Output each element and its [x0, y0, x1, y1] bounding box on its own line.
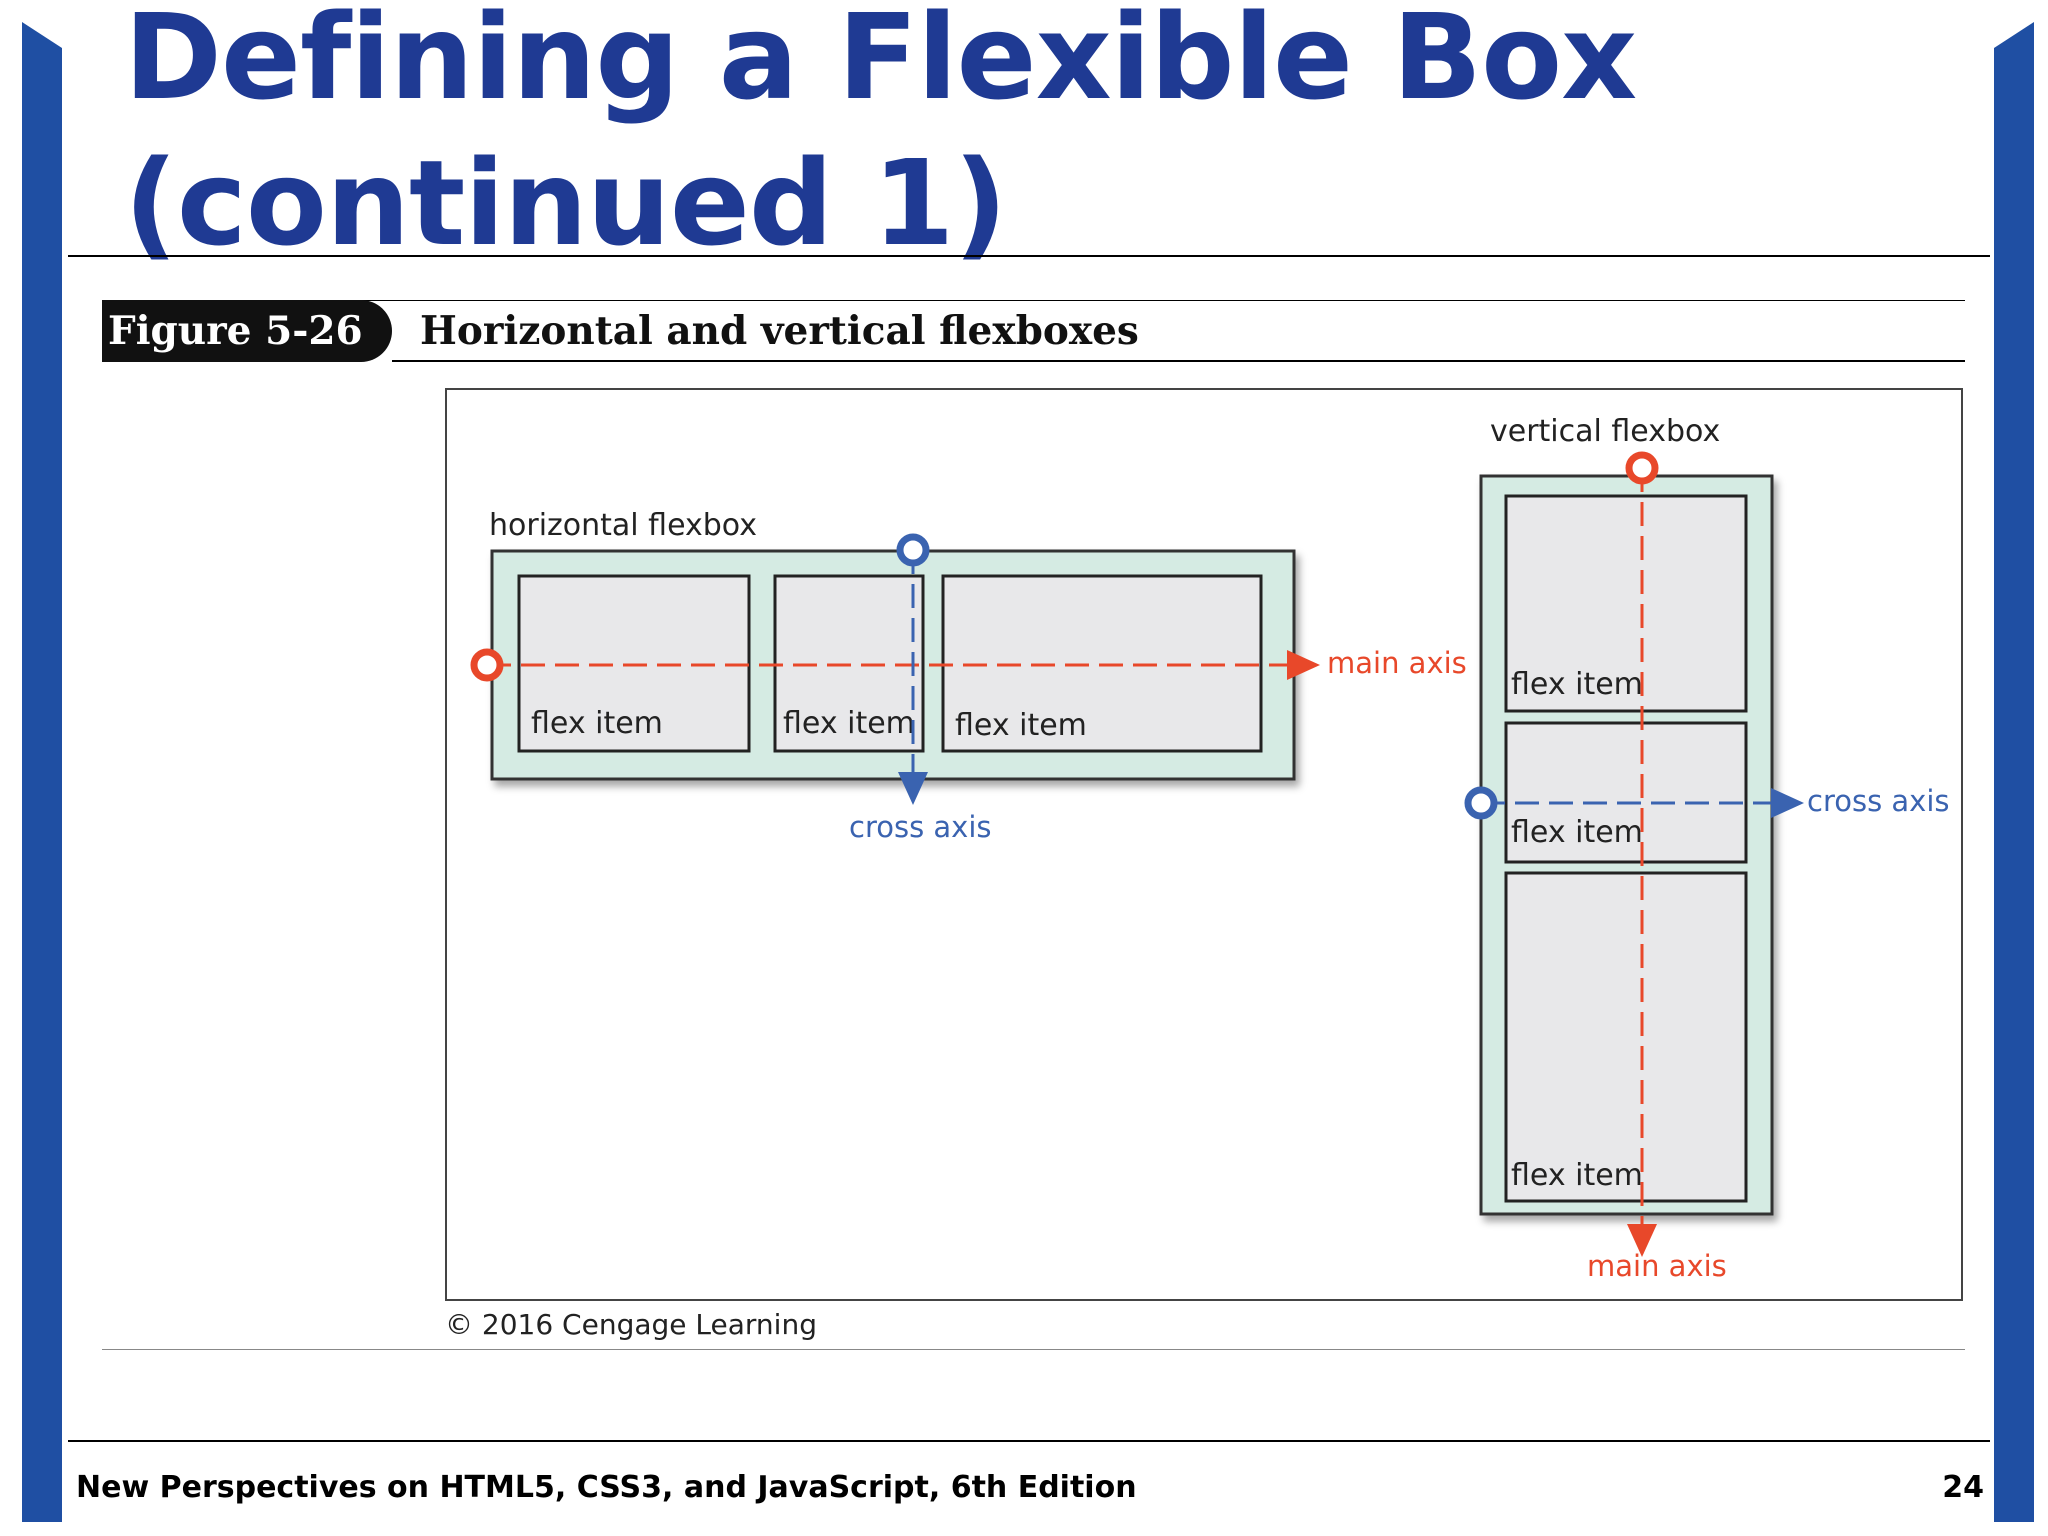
- vertical-flex-item: [1504, 494, 1748, 713]
- figure-credit: © 2016 Cengage Learning: [445, 1308, 817, 1341]
- left-side-bar: [22, 22, 62, 1522]
- vertical-flexbox-title: vertical flexbox: [1490, 414, 1720, 449]
- title-divider: [68, 255, 1990, 257]
- right-side-bar: [1994, 22, 2034, 1522]
- horizontal-main-axis-label: main axis: [1327, 646, 1467, 680]
- figure-caption-rule: [392, 360, 1965, 362]
- footer-text: New Perspectives on HTML5, CSS3, and Jav…: [76, 1470, 1137, 1505]
- figure-label-tab: [102, 300, 392, 362]
- vertical-flex-item-label: flex item: [1511, 1158, 1643, 1193]
- vertical-cross-axis-origin: [1464, 786, 1498, 820]
- figure-label: Figure 5-26: [108, 308, 363, 354]
- vertical-flex-item-label: flex item: [1511, 667, 1643, 702]
- horizontal-flex-item-label: flex item: [531, 706, 663, 741]
- vertical-main-axis-label: main axis: [1587, 1249, 1727, 1283]
- horizontal-flexbox-title: horizontal flexbox: [489, 508, 757, 543]
- horizontal-cross-axis-origin: [896, 533, 930, 567]
- vertical-cross-axis-label: cross axis: [1807, 784, 1950, 818]
- figure-top-rule: [102, 300, 1965, 301]
- slide-title: Defining a Flexible Box (continued 1): [124, 0, 1637, 272]
- horizontal-main-axis-origin: [470, 648, 504, 682]
- horizontal-flex-item-label: flex item: [955, 708, 1087, 743]
- vertical-flex-item-label: flex item: [1511, 815, 1643, 850]
- flexbox-diagram: horizontal flexbox flex item flex item f…: [470, 414, 1950, 1283]
- figure-bottom-rule: [102, 1349, 1965, 1350]
- page-number: 24: [1942, 1470, 1984, 1505]
- vertical-flex-item: [1504, 721, 1748, 864]
- vertical-main-axis-origin: [1625, 451, 1659, 485]
- figure-caption: Horizontal and vertical flexboxes: [420, 308, 1139, 354]
- figure-frame: horizontal flexbox flex item flex item f…: [445, 388, 1963, 1301]
- horizontal-flex-item-label: flex item: [783, 706, 915, 741]
- vertical-flex-item: [1504, 871, 1748, 1203]
- horizontal-cross-axis-label: cross axis: [849, 810, 992, 844]
- footer-divider: [68, 1440, 1990, 1442]
